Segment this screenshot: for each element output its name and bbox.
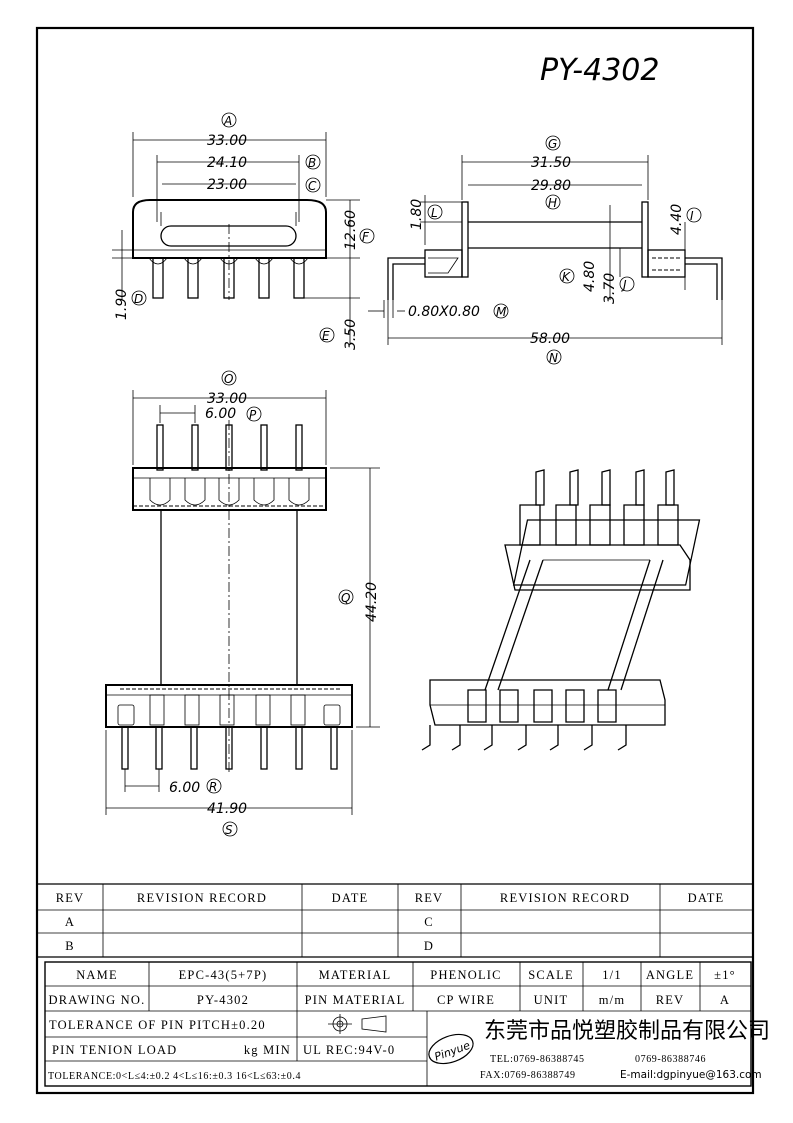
rev-header-left: REV — [56, 891, 85, 905]
title-block: NAME EPC-43(5+7P) MATERIAL PHENOLIC SCAL… — [44, 961, 770, 1087]
tag-g: G — [548, 137, 557, 151]
unit-value: m/m — [599, 993, 626, 1007]
scale-value: 1/1 — [602, 968, 622, 982]
tag-k: K — [562, 270, 571, 284]
tag-d: D — [134, 292, 143, 306]
company-email: E-mail:dgpinyue@163.com — [620, 1069, 762, 1081]
pin-tension-unit: kg MIN — [244, 1043, 291, 1057]
tag-c: C — [308, 179, 317, 193]
projection-symbol-icon — [328, 1014, 387, 1034]
revision-table: REV REVISION RECORD DATE REV REVISION RE… — [37, 883, 753, 958]
dim-m-value: 0.80X0.80 — [408, 304, 480, 320]
tag-i: I — [690, 209, 694, 223]
rev-label: REV — [656, 993, 685, 1007]
dim-h-value: 29.80 — [531, 178, 571, 194]
drawing-title: PY-4302 — [540, 53, 659, 88]
name-value: EPC-43(5+7P) — [179, 968, 268, 982]
pin-pitch-tolerance: TOLERANCE OF PIN PITCH±0.20 — [49, 1018, 266, 1032]
tag-p: P — [249, 408, 257, 422]
drawing-no-label: DRAWING NO. — [49, 993, 146, 1007]
dim-j-value: 3.70 — [602, 273, 618, 304]
tag-j: J — [621, 278, 627, 292]
dim-b-value: 24.10 — [207, 155, 247, 171]
dim-c-value: 23.00 — [207, 177, 247, 193]
pinyue-logo — [428, 1033, 474, 1065]
dim-e-value: 3.50 — [343, 319, 359, 350]
tag-o: O — [224, 372, 233, 386]
tag-f: F — [362, 230, 370, 244]
tag-q: Q — [341, 591, 350, 605]
tag-s: S — [225, 823, 233, 837]
rev-row-b: B — [65, 939, 75, 953]
dim-i-value: 4.40 — [669, 204, 685, 235]
isometric-view — [421, 469, 701, 751]
front-view: 33.00 A 24.10 B 23.00 C 12.60 F 3.50 E 1… — [112, 112, 375, 350]
rev-row-c: C — [424, 915, 434, 929]
rev-row-a: A — [65, 915, 75, 929]
dim-g-value: 31.50 — [531, 155, 571, 171]
record-header-right: REVISION RECORD — [500, 891, 630, 905]
dim-q-value: 44.20 — [364, 582, 380, 622]
scale-label: SCALE — [528, 968, 574, 982]
side-view: 31.50 G 29.80 H 1.80 L 4.40 I 4.80 K 3.7… — [368, 135, 723, 365]
material-label: MATERIAL — [319, 968, 392, 982]
dim-l-value: 1.80 — [409, 199, 425, 230]
drawing-border — [35, 26, 755, 1095]
dim-f-value: 12.60 — [343, 210, 359, 250]
dim-o-value: 33.00 — [207, 391, 247, 407]
date-header-left: DATE — [332, 891, 369, 905]
tag-a: A — [223, 114, 232, 128]
dim-s-value: 41.90 — [207, 801, 247, 817]
company-tel: TEL:0769-86388745 — [490, 1054, 585, 1065]
tag-m: M — [496, 305, 507, 319]
record-header-left: REVISION RECORD — [137, 891, 267, 905]
dim-d-value: 1.90 — [114, 289, 130, 320]
dim-p-value: 6.00 — [205, 406, 236, 422]
pin-material-value: CP WIRE — [437, 993, 495, 1007]
ul-rec: UL REC:94V-0 — [303, 1043, 395, 1057]
pin-material-label: PIN MATERIAL — [305, 993, 406, 1007]
dim-k-value: 4.80 — [582, 261, 598, 292]
top-view: 33.00 O 6.00 P 44.20 Q 6.00 R 41.90 S — [105, 370, 380, 837]
tag-h: H — [548, 196, 557, 210]
angle-value: ±1° — [714, 968, 736, 982]
angle-label: ANGLE — [646, 968, 694, 982]
general-tolerance: TOLERANCE:0<L≤4:±0.2 4<L≤16:±0.3 16<L≤63… — [48, 1071, 301, 1082]
rev-value: A — [720, 993, 730, 1007]
tag-n: N — [549, 351, 558, 365]
unit-label: UNIT — [534, 993, 569, 1007]
company-tel-2: 0769-86388746 — [635, 1054, 706, 1065]
tag-e: E — [322, 329, 330, 343]
material-value: PHENOLIC — [430, 968, 501, 982]
company-fax: FAX:0769-86388749 — [480, 1070, 576, 1081]
tag-b: B — [308, 156, 316, 170]
rev-header-right: REV — [415, 891, 444, 905]
pin-tension-label: PIN TENION LOAD — [52, 1043, 177, 1057]
tag-l: L — [431, 206, 438, 220]
dim-a-value: 33.00 — [207, 133, 247, 149]
tag-r: R — [209, 780, 217, 794]
name-label: NAME — [76, 968, 118, 982]
company-name: 东莞市品悦塑胶制品有限公司 — [484, 1019, 770, 1044]
logo-text: Pinyue — [433, 1039, 472, 1064]
dim-n-value: 58.00 — [530, 331, 570, 347]
dim-r-value: 6.00 — [169, 780, 200, 796]
rev-row-d: D — [424, 939, 434, 953]
date-header-right: DATE — [688, 891, 725, 905]
drawing-no-value: PY-4302 — [197, 993, 249, 1007]
